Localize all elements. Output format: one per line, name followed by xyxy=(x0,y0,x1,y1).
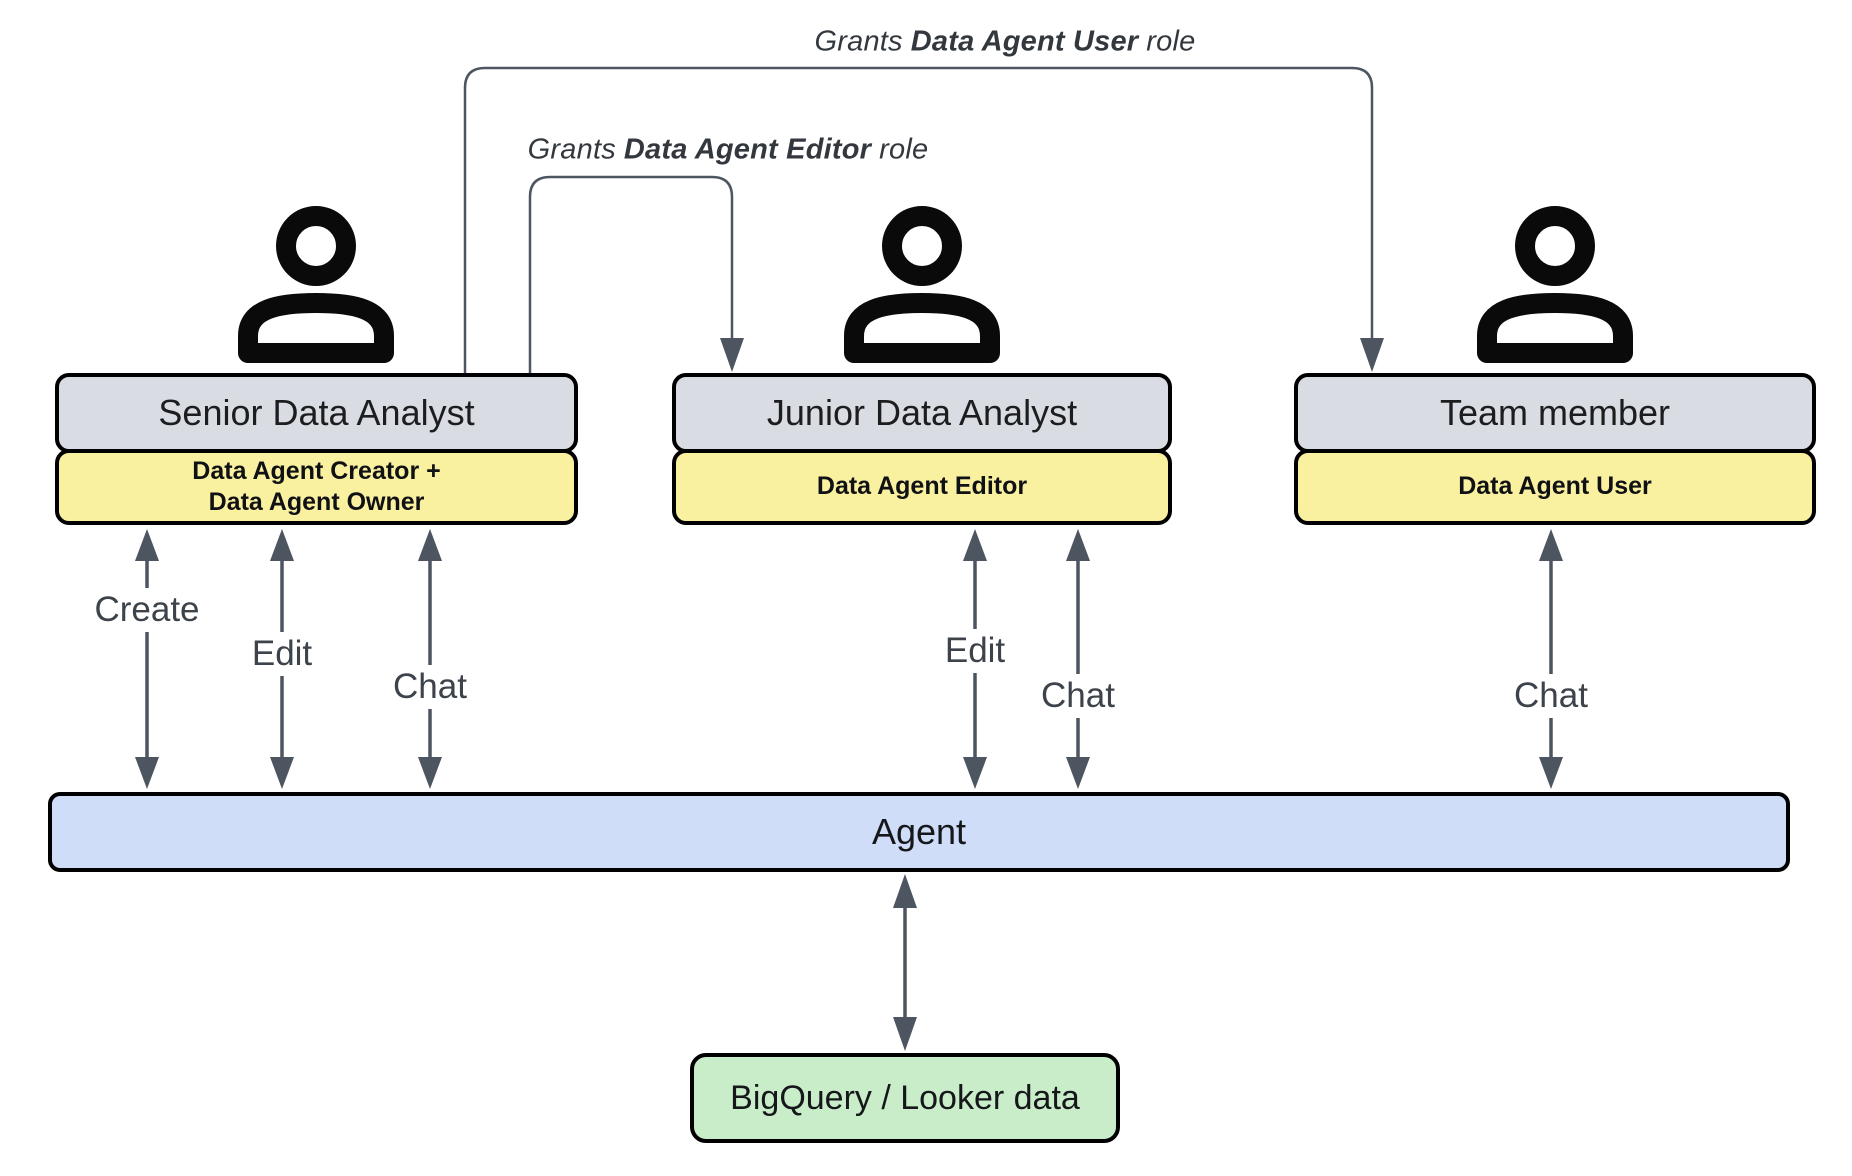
grant-editor-connector xyxy=(528,175,744,373)
grant-editor-suffix: role xyxy=(879,133,929,166)
chat-action-label: Chat xyxy=(384,665,476,709)
senior-analyst-role-badge: Data Agent Creator + Data Agent Owner xyxy=(55,449,578,525)
chat-action-label: Chat xyxy=(1032,674,1124,718)
agent-bar: Agent xyxy=(48,792,1790,872)
senior-analyst-box: Senior Data Analyst xyxy=(55,373,578,453)
agent-label: Agent xyxy=(871,811,967,852)
grant-editor-role: Data Agent Editor xyxy=(623,133,872,166)
team-member-role-badge: Data Agent User xyxy=(1294,449,1816,525)
role-line: Data Agent Creator + xyxy=(192,456,441,485)
edit-action-label: Edit xyxy=(935,629,1015,673)
role-line: Data Agent Owner xyxy=(208,488,425,516)
role-line: Data Agent Editor xyxy=(816,472,1028,501)
chat-arrow-junior xyxy=(1066,529,1090,789)
persona-title: Junior Data Analyst xyxy=(766,392,1078,433)
persona-title: Team member xyxy=(1439,392,1671,433)
arrowhead-icon xyxy=(1360,338,1384,372)
agent-datastore-arrow xyxy=(893,874,917,1051)
chat-arrow-team xyxy=(1539,529,1563,789)
grant-user-connector xyxy=(463,66,1384,373)
grant-editor-prefix: Grants xyxy=(527,133,616,166)
grant-user-prefix: Grants xyxy=(814,25,903,58)
person-icon xyxy=(1477,206,1633,363)
create-action-label: Create xyxy=(85,588,209,632)
person-icon xyxy=(238,206,394,363)
datastore-box: BigQuery / Looker data xyxy=(690,1053,1120,1143)
grant-user-suffix: role xyxy=(1146,25,1196,58)
persona-title: Senior Data Analyst xyxy=(158,392,475,433)
team-member-box: Team member xyxy=(1294,373,1816,453)
junior-analyst-role-badge: Data Agent Editor xyxy=(672,449,1172,525)
person-icon xyxy=(844,206,1000,363)
chat-action-label: Chat xyxy=(1505,674,1597,718)
edit-action-label: Edit xyxy=(242,632,322,676)
arrowhead-icon xyxy=(720,338,744,372)
grant-user-role: Data Agent User xyxy=(910,25,1139,58)
datastore-label: BigQuery / Looker data xyxy=(730,1078,1080,1117)
role-line: Data Agent User xyxy=(1458,472,1652,501)
chat-arrow-senior xyxy=(418,529,442,789)
junior-analyst-box: Junior Data Analyst xyxy=(672,373,1172,453)
create-arrow xyxy=(135,529,159,789)
